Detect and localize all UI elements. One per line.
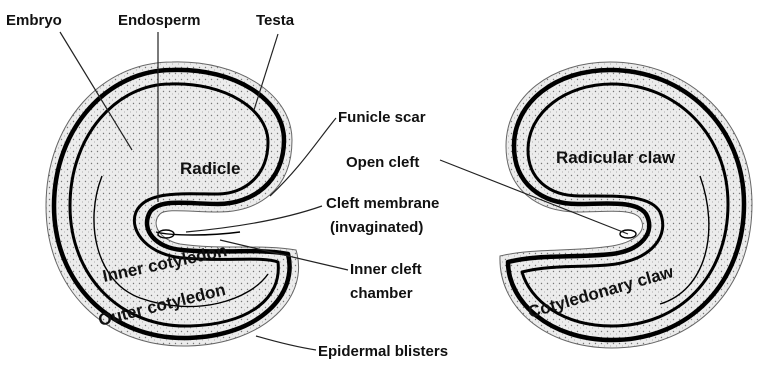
label-cleft-membrane: Cleft membrane <box>326 195 439 212</box>
label-testa: Testa <box>256 12 295 29</box>
label-embryo: Embryo <box>6 12 62 29</box>
cleft-membrane <box>156 232 240 235</box>
label-radicular-claw: Radicular claw <box>556 148 676 167</box>
label-open-cleft: Open cleft <box>346 154 419 171</box>
label-cleft-membrane-sub: (invaginated) <box>330 219 423 236</box>
label-inner-cleft: Inner cleft <box>350 261 422 278</box>
label-endosperm: Endosperm <box>118 12 201 29</box>
label-funicle-scar: Funicle scar <box>338 109 426 126</box>
label-inner-cleft-chamber: chamber <box>350 285 413 302</box>
label-radicle: Radicle <box>180 159 240 178</box>
label-epidermal-blisters: Epidermal blisters <box>318 343 448 360</box>
